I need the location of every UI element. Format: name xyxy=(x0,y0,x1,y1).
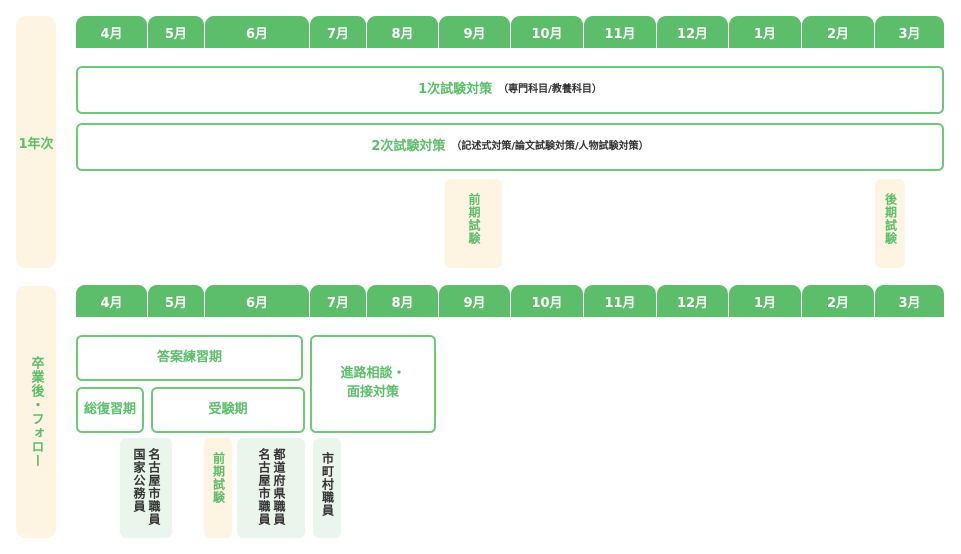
first-exam-prep-bar: 1次試験対策 （専門科目/教養科目） xyxy=(76,66,944,114)
municipal-tag: 市町村職員 xyxy=(313,438,341,538)
month-row2-12: 3月 xyxy=(875,285,944,317)
second-exam-prep-title: 2次試験対策 xyxy=(371,138,446,154)
month-row1-2: 5月 xyxy=(148,16,204,48)
month-row2-9: 12月 xyxy=(657,285,728,317)
month-row2-7: 10月 xyxy=(511,285,583,317)
month-row1-8: 11月 xyxy=(584,16,656,48)
month-row2-10: 1月 xyxy=(729,285,801,317)
month-row2-11: 2月 xyxy=(802,285,874,317)
year1-early-exam-tag: 前期試験 xyxy=(445,179,502,268)
month-row1-4: 7月 xyxy=(310,16,366,48)
first-exam-prep-sub: （専門科目/教養科目） xyxy=(498,83,602,95)
month-row2-4: 7月 xyxy=(310,285,366,317)
month-row2-3: 6月 xyxy=(205,285,309,317)
month-row1-3: 6月 xyxy=(205,16,309,48)
month-row2-2: 5月 xyxy=(148,285,204,317)
month-row1-1: 4月 xyxy=(76,16,147,48)
month-row1-11: 2月 xyxy=(802,16,874,48)
answer-practice-box: 答案練習期 xyxy=(76,335,303,381)
month-row1-9: 12月 xyxy=(657,16,728,48)
after-early-exam-tag: 前期試験 xyxy=(204,438,232,538)
month-row2-8: 11月 xyxy=(584,285,656,317)
month-row1-6: 9月 xyxy=(439,16,510,48)
month-row1-12: 3月 xyxy=(875,16,944,48)
second-exam-prep-bar: 2次試験対策 （記述式対策/論文試験対策/人物試験対策） xyxy=(76,123,944,171)
month-row2-5: 8月 xyxy=(367,285,438,317)
nagoya-national-tag: 名古屋市職員国家公務員 xyxy=(120,438,172,538)
exam-period-box: 受験期 xyxy=(151,387,305,433)
consult-interview-box: 進路相談・面接対策 xyxy=(310,335,436,433)
review-box: 総復習期 xyxy=(76,387,144,433)
second-exam-prep-sub: （記述式対策/論文試験対策/人物試験対策） xyxy=(451,140,649,152)
month-row2-1: 4月 xyxy=(76,285,147,317)
month-row1-10: 1月 xyxy=(729,16,801,48)
year1-late-exam-tag: 後期試験 xyxy=(875,179,905,268)
first-exam-prep-title: 1次試験対策 xyxy=(418,81,493,97)
month-row2-6: 9月 xyxy=(439,285,510,317)
after-label: 卒業後・フォロー xyxy=(16,286,56,538)
year1-label: 1年次 xyxy=(16,16,56,268)
month-row1-5: 8月 xyxy=(367,16,438,48)
pref-nagoya-tag: 都道府県職員名古屋市職員 xyxy=(237,438,305,538)
month-row1-7: 10月 xyxy=(511,16,583,48)
